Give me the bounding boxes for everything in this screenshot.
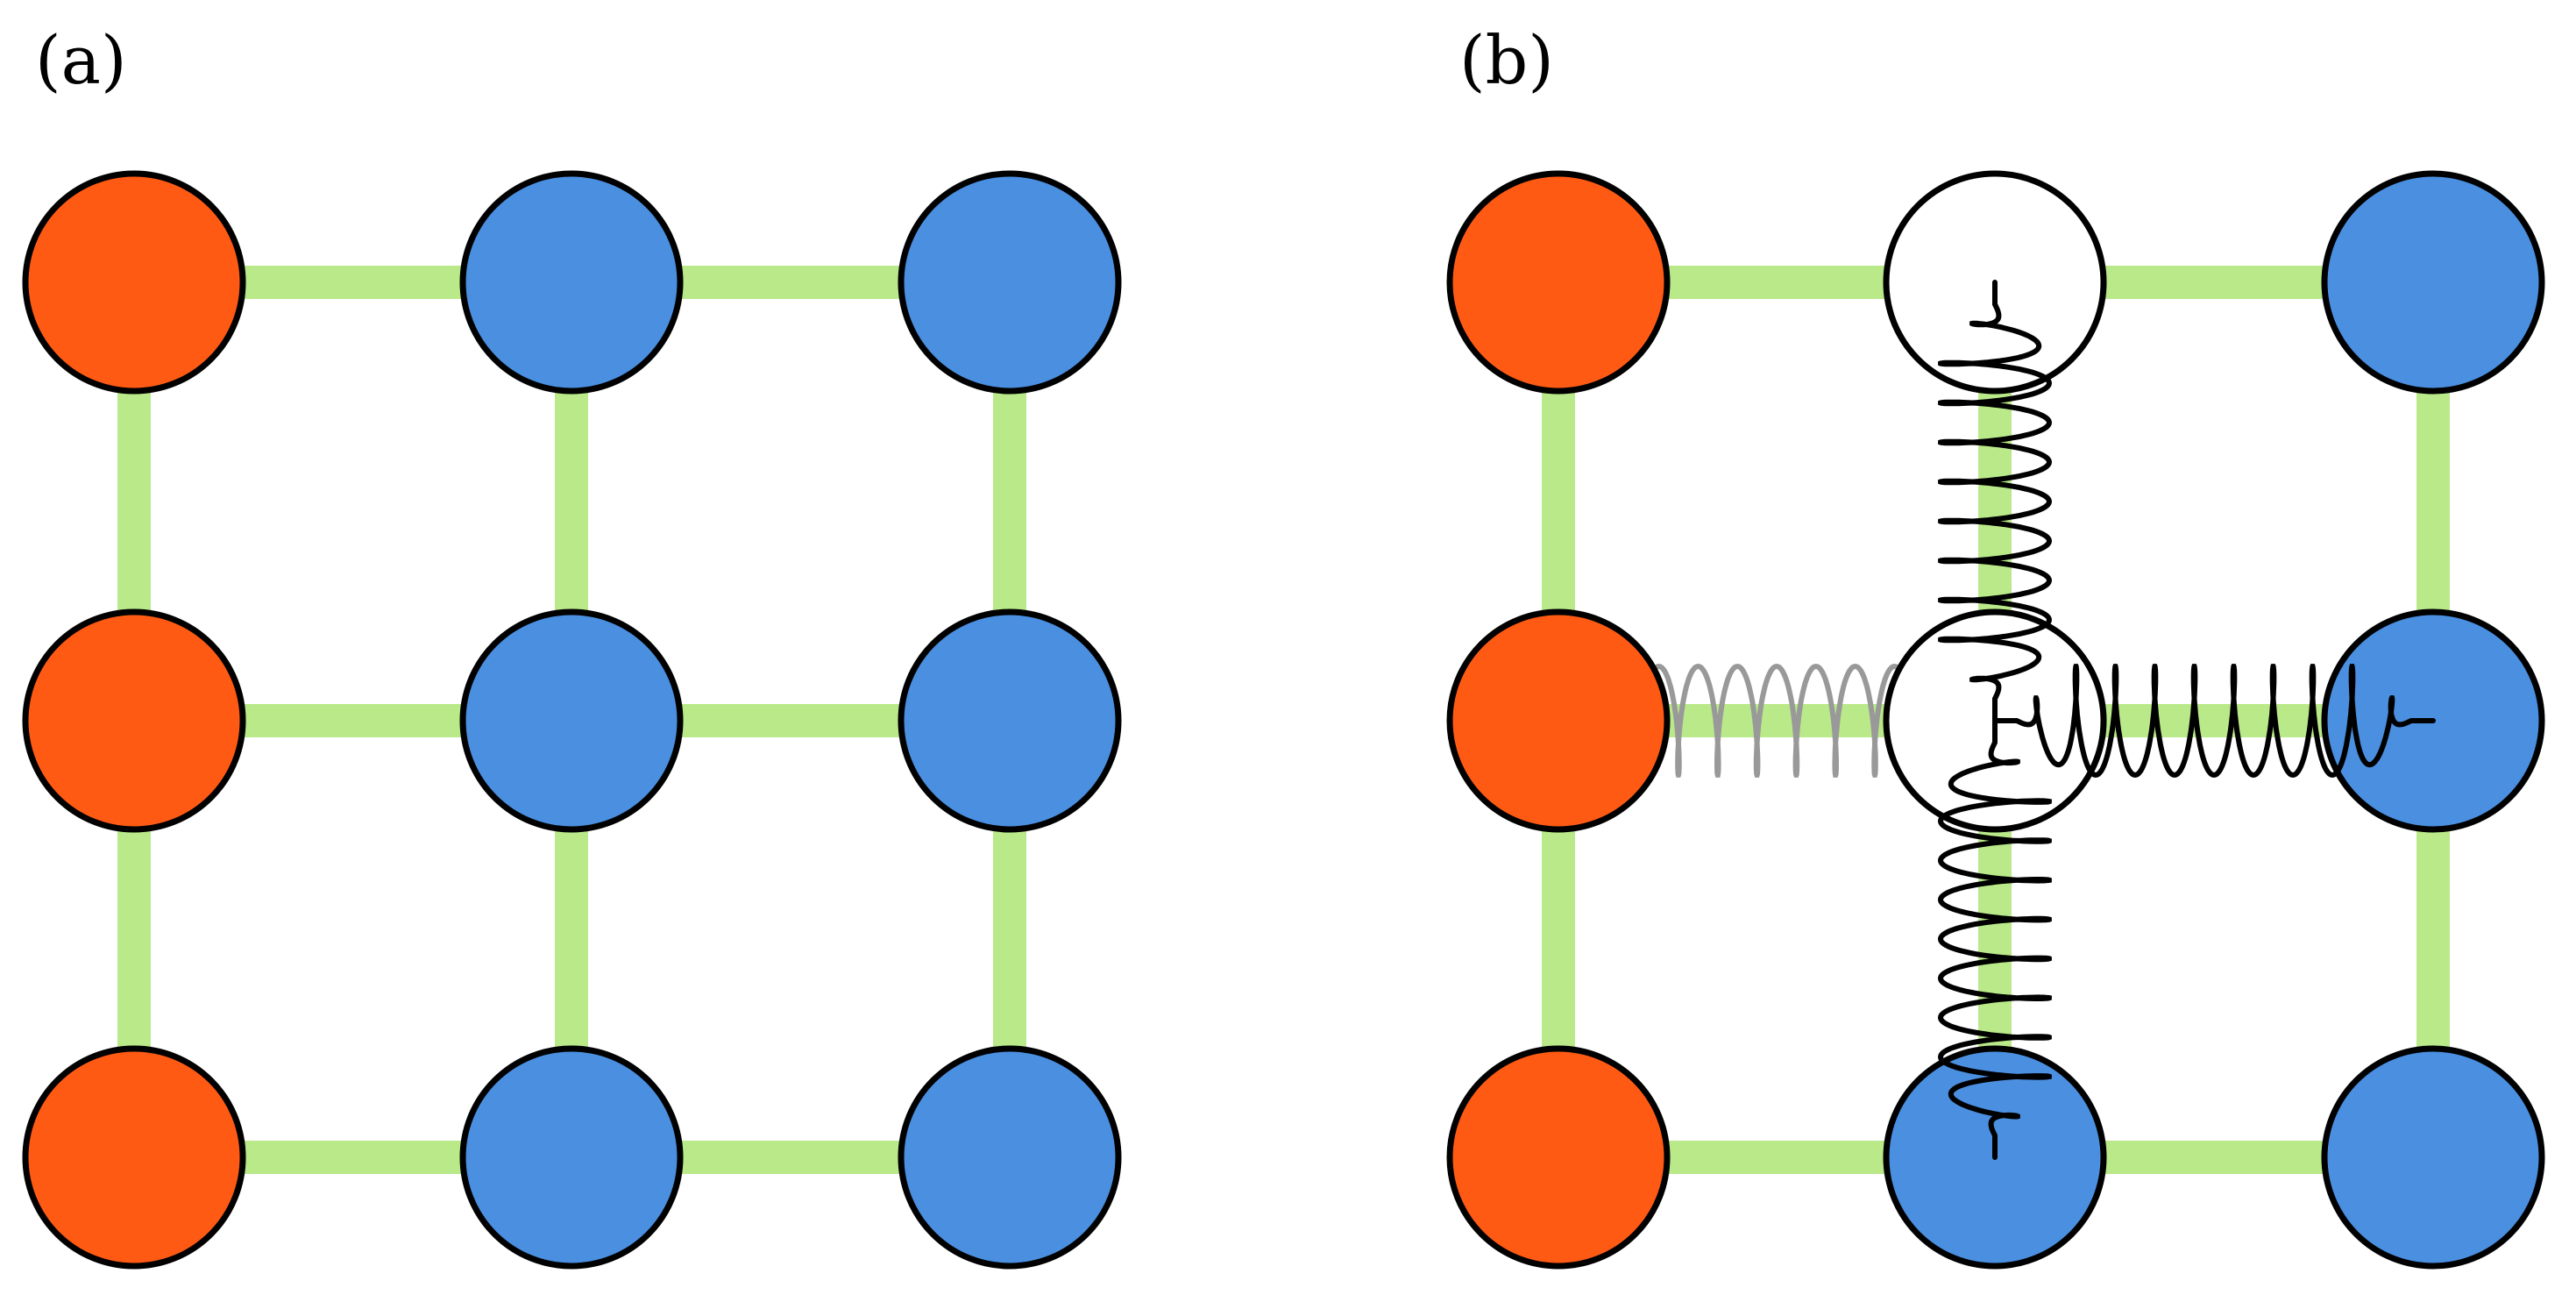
panel-b-label: (b) [1459, 21, 1554, 99]
panel-a-label: (a) [35, 21, 127, 99]
lattice-site-blue [459, 1045, 684, 1270]
lattice-site-blue [898, 1045, 1122, 1270]
lattice-site-blue [459, 170, 684, 395]
lattice-site-red [1446, 1045, 1671, 1270]
lattice-site-blue [2321, 170, 2545, 395]
lattice-site-red [1446, 608, 1671, 833]
spring [1992, 664, 2436, 779]
lattice-site-blue [898, 170, 1122, 395]
spring [1937, 718, 2052, 1160]
lattice-site-blue [2321, 1045, 2545, 1270]
lattice-site-red [1446, 170, 1671, 395]
spring [1938, 280, 2053, 723]
lattice-site-blue [459, 608, 684, 833]
lattice-site-red [22, 1045, 246, 1270]
panel-a: (a) [22, 21, 1122, 1270]
lattice-site-red [22, 608, 246, 833]
lattice-site-red [22, 170, 246, 395]
panel-b: (b) [1446, 21, 2545, 1270]
lattice-site-blue [898, 608, 1122, 833]
